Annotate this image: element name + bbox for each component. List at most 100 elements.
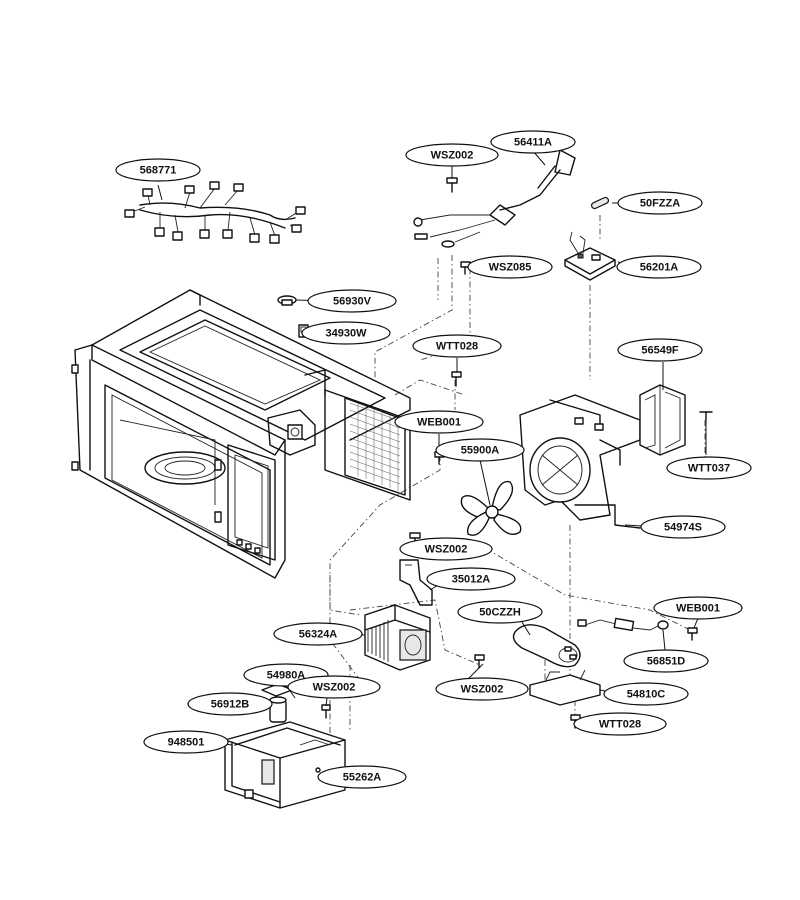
part-number-text: 56324A [299,629,338,641]
label-oval [573,712,667,736]
label-oval [617,338,703,362]
part-label-56324a: 56324A [273,622,363,646]
part-label-35012a: 35012A [426,567,516,591]
part-number-text: 54974S [664,522,702,534]
label-oval [467,255,553,279]
part-label-55262a: 55262A [317,765,407,789]
part-label-34930w: 34930W [301,321,391,345]
fan-motor-part [639,384,686,456]
label-oval [457,600,543,624]
part-number-text: 50CZZH [479,607,521,619]
screw-icon [474,654,485,669]
part-number-text: 56411A [514,137,552,149]
fan-blade-part [460,480,522,536]
part-label-56912b: 56912B [187,692,273,716]
fuse-part [590,196,610,210]
label-oval [640,515,726,539]
part-label-56411a: 56411A [490,130,576,154]
part-label-web001-left: WEB001 [394,410,484,434]
part-label-wsz002-low: WSZ002 [287,675,381,699]
fan-bracket-part [519,394,641,529]
part-label-50czzh: 50CZZH [457,600,543,624]
label-oval [115,158,201,182]
label-oval [616,255,702,279]
part-number-text: WEB001 [417,417,461,429]
oven-cavity-part [71,289,411,579]
part-number-text: 50FZZA [640,198,680,210]
part-number-text: 56912B [211,699,250,711]
part-label-56851d: 56851D [623,649,709,673]
screw-icon [451,371,462,387]
screw-icon [446,177,458,193]
label-oval [317,765,407,789]
part-label-50fzza: 50FZZA [617,191,703,215]
label-oval [435,677,529,701]
part-label-56549f: 56549F [617,338,703,362]
leader-lines [157,150,707,778]
part-label-54810c: 54810C [603,682,689,706]
transformer-part [224,721,346,809]
noise-filter-part [564,231,616,281]
part-number-text: WSZ085 [489,262,532,274]
label-oval [394,410,484,434]
part-label-948501: 948501 [143,730,229,754]
screw-icon [699,411,713,421]
label-oval [143,730,229,754]
part-number-text: 54980A [267,670,306,682]
part-label-56201a: 56201A [616,255,702,279]
part-label-wsz002-right: WSZ002 [435,677,529,701]
part-number-text: 54810C [627,689,666,701]
bracket-part [399,559,433,606]
label-oval [187,692,273,716]
diode-part [577,617,669,632]
label-oval [412,334,502,358]
thermostat-part [277,295,297,306]
part-number-text: 34930W [326,328,368,340]
part-number-text: WEB001 [676,603,720,615]
label-oval [653,596,743,620]
part-number-text: 568771 [140,165,177,177]
part-number-text: WSZ002 [313,682,356,694]
part-number-text: 56201A [640,262,679,274]
part-number-text: 56930V [333,296,372,308]
label-oval [287,675,381,699]
part-label-web001-right: WEB001 [653,596,743,620]
part-label-56930v: 56930V [307,289,397,313]
wire-harness-part [124,181,306,244]
part-number-text: WTT037 [688,463,730,475]
label-oval [307,289,397,313]
part-label-wtt037: WTT037 [666,456,752,480]
part-number-text: WTT028 [436,341,478,353]
label-oval [617,191,703,215]
screw-icon [321,704,331,719]
screw-icon [687,627,698,641]
label-oval [301,321,391,345]
label-oval [490,130,576,154]
label-oval [666,456,752,480]
label-oval [426,567,516,591]
part-number-text: WSZ002 [431,150,474,162]
part-number-text: WSZ002 [425,544,468,556]
part-number-text: 56549F [641,345,679,357]
label-oval [435,438,525,462]
capacitor-bracket-part [529,669,601,706]
part-number-text: 55262A [343,772,382,784]
part-number-text: 948501 [168,737,205,749]
power-cord-part [413,149,576,248]
label-oval [405,143,499,167]
part-label-54974s: 54974S [640,515,726,539]
label-oval [273,622,363,646]
part-number-text: 55900A [461,445,500,457]
label-oval [623,649,709,673]
magnetron-part [364,604,431,671]
part-label-wsz085: WSZ085 [467,255,553,279]
part-label-wtt028-bottom: WTT028 [573,712,667,736]
part-number-text: WTT028 [599,719,641,731]
label-oval [399,537,493,561]
capacitor-part [512,624,581,668]
part-label-55900a: 55900A [435,438,525,462]
part-label-568771: 568771 [115,158,201,182]
part-number-text: WSZ002 [461,684,504,696]
part-label-wsz002-top: WSZ002 [405,143,499,167]
